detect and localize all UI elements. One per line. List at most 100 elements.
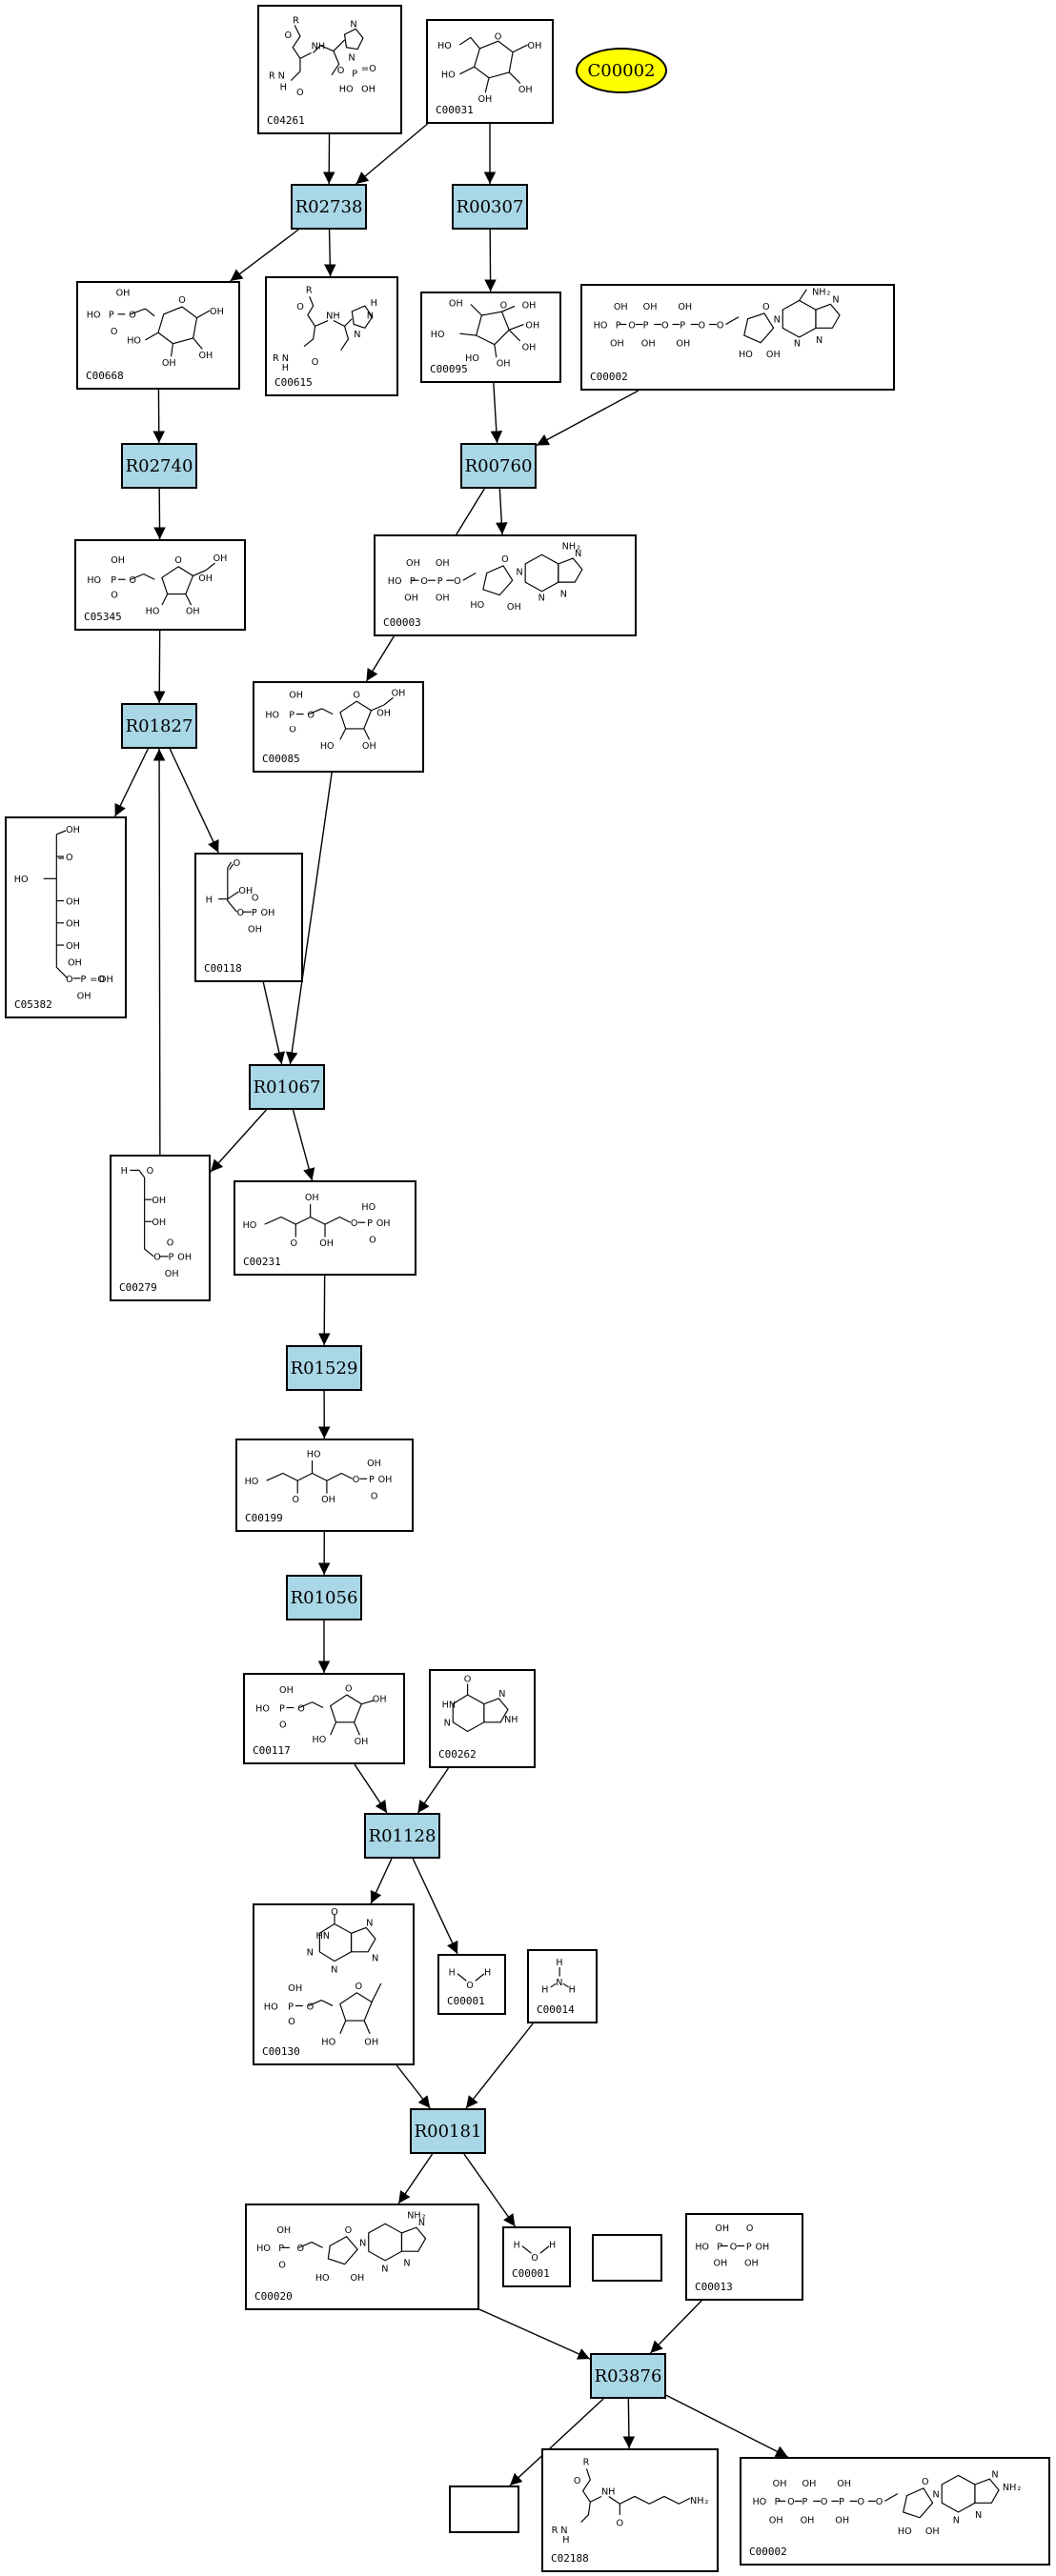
svg-text:HO: HO: [127, 336, 141, 347]
svg-text:N: N: [953, 2516, 960, 2526]
svg-text:HO: HO: [437, 41, 452, 51]
reaction-node[interactable]: R01067: [249, 1064, 325, 1110]
reaction-node[interactable]: R01128: [364, 1813, 440, 1859]
svg-text:OH: OH: [678, 302, 692, 312]
compound-node-empty[interactable]: [592, 2234, 662, 2282]
edge-arrow: [665, 2394, 788, 2458]
svg-text:OH: OH: [801, 2516, 815, 2526]
svg-text:P: P: [367, 1218, 373, 1229]
svg-text:H: H: [562, 2535, 569, 2546]
svg-text:O: O: [353, 1475, 360, 1485]
svg-text:O: O: [312, 357, 319, 368]
svg-text:OH: OH: [289, 690, 303, 700]
svg-text:OH: OH: [449, 298, 463, 309]
svg-text:O: O: [500, 300, 508, 311]
svg-text:HO: HO: [14, 875, 29, 885]
compound-label: C05345: [84, 611, 122, 623]
svg-text:P: P: [278, 2244, 284, 2254]
svg-text:OH: OH: [392, 688, 406, 698]
edge-arrow: [396, 2064, 431, 2109]
svg-text:OH: OH: [213, 553, 228, 564]
reaction-node[interactable]: R03876: [590, 2353, 666, 2399]
svg-text:HO: HO: [739, 350, 753, 360]
reaction-node[interactable]: R02740: [121, 443, 197, 489]
svg-text:OH: OH: [162, 358, 176, 369]
svg-text:OH: OH: [77, 991, 91, 1001]
svg-text:O: O: [454, 576, 461, 587]
reaction-node[interactable]: R01529: [286, 1345, 362, 1391]
compound-label: C04261: [267, 114, 305, 127]
svg-text:HO: HO: [243, 1220, 257, 1231]
svg-text:O: O: [252, 894, 259, 904]
svg-text:O: O: [531, 2253, 538, 2264]
svg-text:OH: OH: [522, 342, 537, 352]
svg-text:HO: HO: [264, 2002, 278, 2012]
svg-text:N: N: [418, 2218, 425, 2228]
svg-text:OH: OH: [769, 2516, 783, 2526]
svg-text:HO: HO: [255, 1703, 270, 1714]
legend-compound-ellipse[interactable]: C00002: [576, 48, 667, 93]
svg-text:HO: HO: [307, 1449, 321, 1459]
svg-text:H: H: [484, 1968, 491, 1979]
svg-text:NH: NH: [1003, 2483, 1016, 2493]
svg-text:HO: HO: [87, 311, 101, 321]
svg-text:OH: OH: [99, 975, 113, 985]
structure-water: HOH: [514, 2241, 557, 2264]
reaction-node[interactable]: R00307: [452, 184, 528, 230]
svg-text:O: O: [351, 1218, 358, 1229]
svg-text:NH: NH: [326, 312, 340, 322]
svg-text:OH: OH: [152, 1196, 166, 1206]
svg-text:OH: OH: [361, 84, 376, 94]
compound-label: C00199: [245, 1512, 283, 1524]
svg-text:OH: OH: [766, 350, 781, 360]
svg-text:H: H: [121, 1166, 128, 1177]
svg-text:O: O: [420, 576, 428, 587]
svg-text:O: O: [178, 295, 186, 306]
reaction-node[interactable]: R00181: [410, 2108, 486, 2154]
compound-label: C00668: [86, 370, 124, 382]
svg-text:HO: HO: [695, 2242, 709, 2252]
svg-text:=O: =O: [90, 975, 105, 985]
compound-node-empty[interactable]: [449, 2485, 519, 2533]
svg-text:N: N: [774, 315, 781, 326]
svg-text:N: N: [538, 593, 545, 603]
svg-text:OH: OH: [186, 607, 200, 617]
reaction-node[interactable]: R01056: [286, 1575, 362, 1620]
edge-arrow: [649, 2300, 702, 2354]
reaction-node[interactable]: R00760: [460, 443, 537, 489]
reaction-node[interactable]: R02738: [291, 184, 367, 230]
svg-text:HN: HN: [442, 1700, 456, 1710]
svg-text:P: P: [111, 575, 116, 586]
svg-text:OH: OH: [518, 85, 533, 95]
reaction-node[interactable]: R01827: [121, 703, 197, 749]
svg-text:OH: OH: [837, 2479, 851, 2489]
